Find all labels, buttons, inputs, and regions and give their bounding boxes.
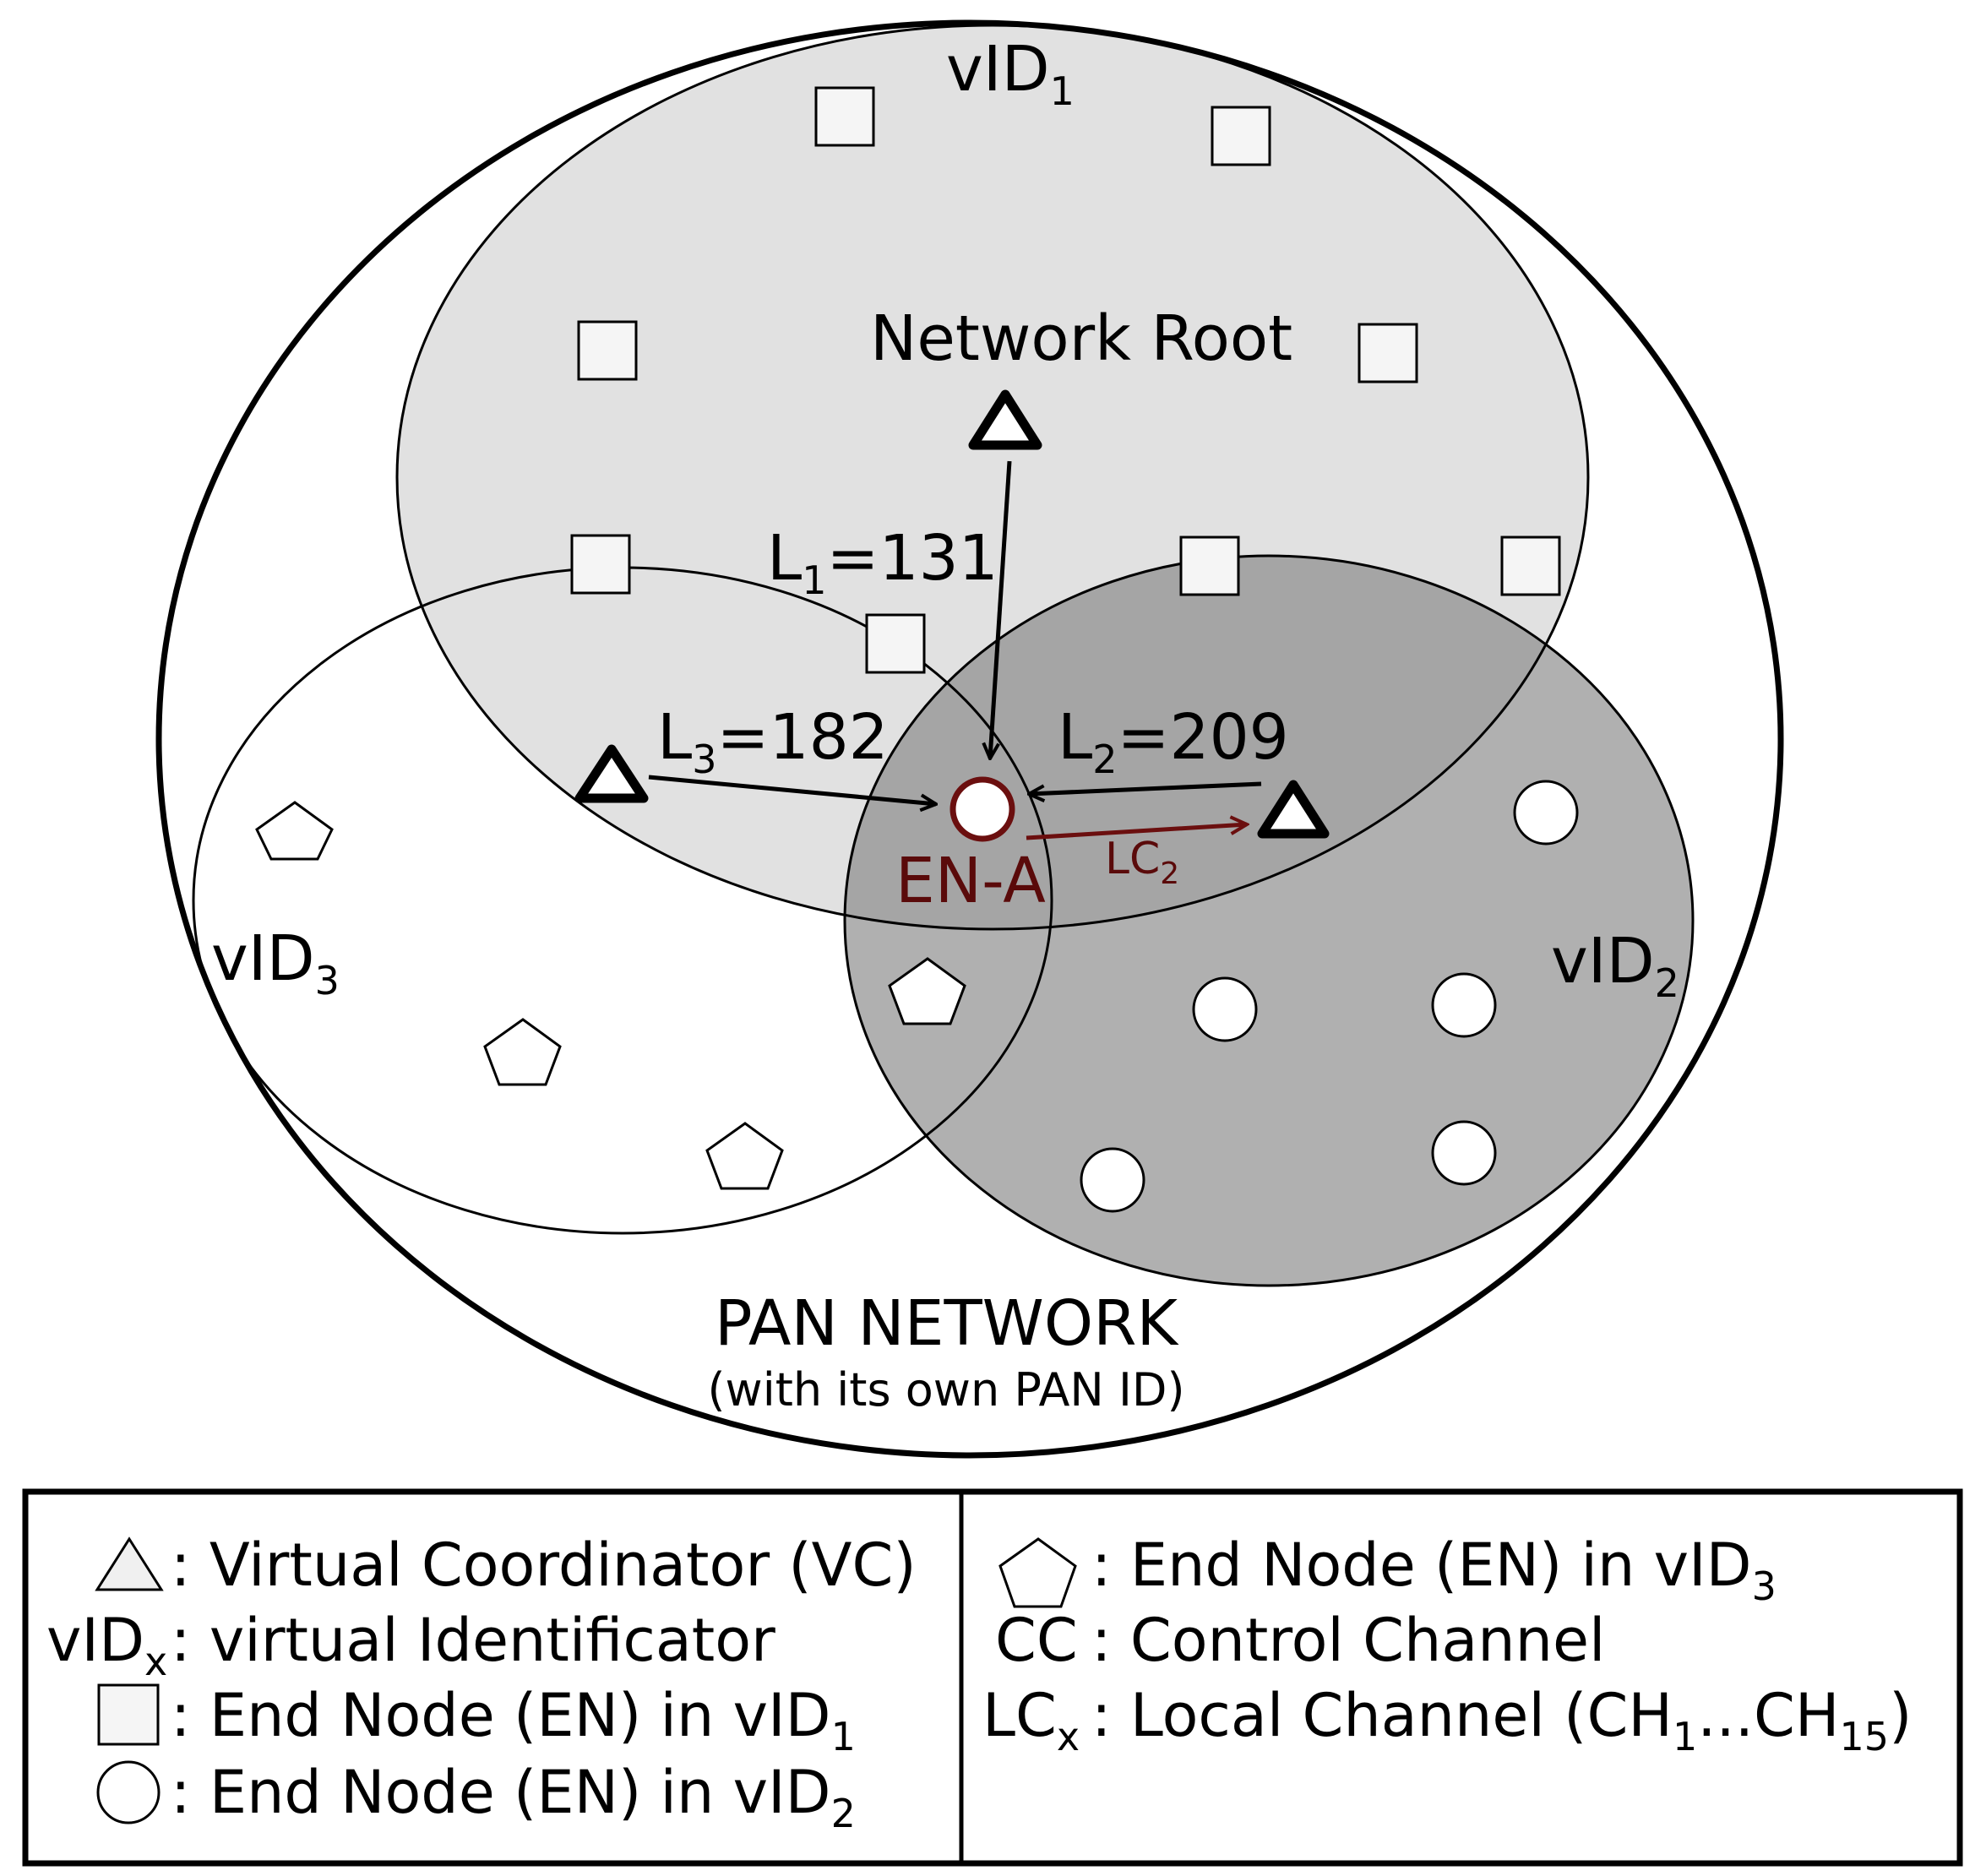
vid2-end-nodes bbox=[1080, 780, 1579, 1213]
legend-lcx-text: : Local Channel (CH1...CH15) bbox=[1091, 1681, 1912, 1759]
legend-en-vid2-text: : End Node (EN) in vID2 bbox=[171, 1758, 856, 1836]
legend-vidx-text: : virtual Identificator bbox=[171, 1606, 775, 1675]
legend-cc-symbol: CC bbox=[995, 1606, 1078, 1675]
virtual-coordinators bbox=[574, 389, 1330, 839]
vid2-region bbox=[845, 556, 1693, 1286]
legend-cc-text: : Control Channel bbox=[1091, 1606, 1606, 1675]
end-node-vid1 bbox=[865, 613, 926, 674]
legend-en-vid3-text: : End Node (EN) in vID3 bbox=[1091, 1531, 1777, 1609]
lc2-label: LC2 bbox=[1105, 834, 1179, 891]
end-node-vid2 bbox=[1513, 780, 1579, 846]
end-node-vid2 bbox=[1431, 972, 1497, 1038]
vid2-coordinator bbox=[1257, 780, 1330, 839]
vid1-label: vID1 bbox=[946, 33, 1075, 114]
legend-vc-text: : Virtual Coordinator (VC) bbox=[171, 1531, 917, 1600]
end-node-vid3 bbox=[483, 1018, 562, 1086]
legend-square-icon bbox=[97, 1683, 160, 1746]
end-node-vid1 bbox=[577, 320, 638, 381]
vid2-label: vID2 bbox=[1551, 925, 1679, 1006]
pan-network-title: PAN NETWORK bbox=[715, 1287, 1180, 1360]
link-l1-arrow bbox=[990, 460, 1012, 759]
end-node-vid2 bbox=[1431, 1120, 1497, 1186]
end-node-vid3 bbox=[705, 1122, 784, 1190]
link-l3-label: L3=182 bbox=[657, 701, 889, 782]
network-root-coordinator bbox=[968, 389, 1042, 450]
pan-network-boundary bbox=[155, 19, 1784, 1459]
end-node-vid1 bbox=[1211, 106, 1271, 166]
vid3-coordinator bbox=[574, 744, 649, 803]
link-l2-arrow bbox=[1029, 781, 1262, 794]
end-node-vid1 bbox=[814, 86, 875, 147]
vid3-end-nodes bbox=[255, 801, 966, 1190]
legend-lcx-symbol: LCx bbox=[982, 1681, 1080, 1759]
en-a-label: EN-A bbox=[895, 845, 1046, 917]
link-l3-arrow bbox=[648, 775, 936, 804]
en-a-node bbox=[949, 776, 1015, 842]
end-node-vid2 bbox=[1192, 976, 1258, 1042]
end-node-vid3 bbox=[888, 957, 966, 1025]
end-node-vid2 bbox=[1080, 1147, 1145, 1213]
legend-circle-icon bbox=[96, 1760, 161, 1824]
legend-box bbox=[22, 1488, 1963, 1867]
vid3-label: vID3 bbox=[211, 922, 340, 1003]
end-node-vid1 bbox=[1500, 536, 1561, 596]
end-node-vid1 bbox=[570, 534, 631, 595]
legend-triangle-icon bbox=[95, 1536, 164, 1591]
legend-vidx-symbol: vIDx bbox=[46, 1606, 167, 1684]
end-node-vid3 bbox=[255, 801, 334, 861]
vid1-end-nodes bbox=[570, 86, 1561, 674]
link-l1-label: L1=131 bbox=[767, 522, 998, 603]
lc2-arrow bbox=[1026, 824, 1247, 840]
link-l2-label: L2=209 bbox=[1058, 701, 1289, 782]
pan-network-subtitle: (with its own PAN ID) bbox=[707, 1363, 1184, 1417]
end-node-vid1 bbox=[1179, 536, 1240, 596]
end-node-vid1 bbox=[1358, 323, 1418, 383]
vid2-outline bbox=[843, 554, 1695, 1287]
network-root-label: Network Root bbox=[870, 302, 1292, 375]
legend-en-vid1-text: : End Node (EN) in vID1 bbox=[171, 1681, 856, 1759]
legend-pentagon-icon bbox=[998, 1537, 1077, 1608]
